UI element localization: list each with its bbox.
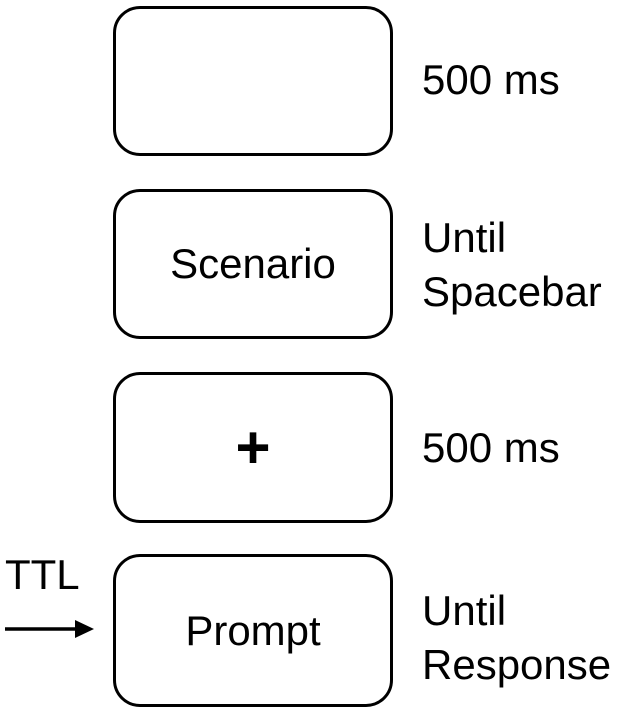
- scenario-label: Scenario: [170, 240, 336, 287]
- duration-label-prompt: Until Response: [422, 584, 611, 692]
- duration-line: Spacebar: [422, 268, 602, 315]
- duration-line: Until: [422, 587, 507, 634]
- prompt-box: Prompt: [113, 554, 393, 707]
- fixation-cross-icon: +: [235, 413, 271, 481]
- duration-line: 500 ms: [422, 56, 560, 103]
- duration-label-scenario: Until Spacebar: [422, 211, 602, 319]
- prompt-label: Prompt: [185, 606, 321, 654]
- duration-line: Response: [422, 641, 612, 688]
- duration-line: Until: [422, 214, 507, 261]
- ttl-label: TTL: [5, 551, 80, 598]
- scenario-box: Scenario: [113, 189, 393, 339]
- blank-screen-box: [113, 6, 393, 156]
- ttl-right-arrow-icon: [5, 620, 94, 638]
- duration-label-fixation: 500 ms: [422, 421, 560, 475]
- duration-line: 500 ms: [422, 424, 560, 471]
- duration-label-blank: 500 ms: [422, 53, 560, 107]
- fixation-cross-box: +: [113, 372, 393, 523]
